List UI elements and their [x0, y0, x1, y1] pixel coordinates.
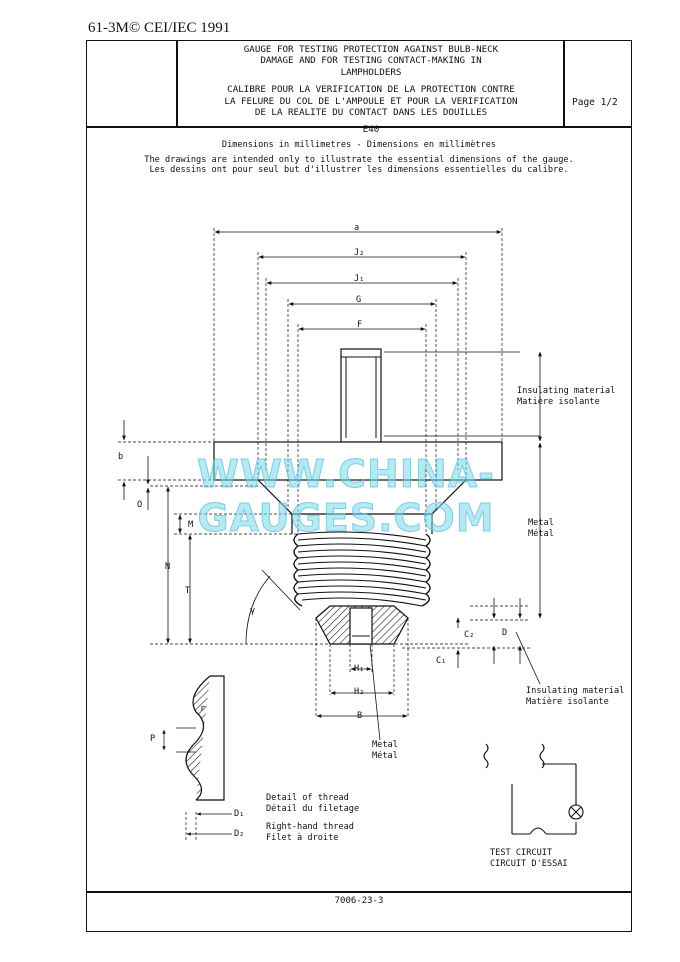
- thread-detail: [162, 675, 232, 840]
- dim-n: N: [165, 562, 171, 572]
- standard-reference: 61-3M© CEI/IEC 1991: [88, 20, 231, 36]
- dim-gamma: γ: [250, 606, 256, 616]
- note-en: The drawings are intended only to illust…: [144, 155, 574, 165]
- dim-j1: J₁: [354, 274, 365, 284]
- header-col-right: [563, 40, 565, 127]
- dim-g: G: [356, 295, 362, 305]
- bottom-contact: [349, 607, 373, 645]
- dim-j2: J₂: [354, 248, 365, 258]
- gauge-plate: [213, 441, 503, 481]
- insulating-pin: [340, 348, 382, 443]
- header-divider: [86, 126, 632, 128]
- dim-o: O: [137, 500, 143, 510]
- dim-r: r: [200, 704, 206, 714]
- dim-t: T: [185, 586, 191, 596]
- header-col-left: [176, 40, 178, 127]
- dim-c2: C₂: [464, 630, 475, 640]
- dim-c1: C₁: [436, 656, 447, 666]
- dim-a: a: [354, 223, 360, 233]
- title-fr-line-3: DE LA REALITE DU CONTACT DANS LES DOUILL…: [254, 107, 488, 119]
- dim-f: F: [357, 320, 363, 330]
- gauge-cone: [257, 479, 467, 515]
- drawing-title: GAUGE FOR TESTING PROTECTION AGAINST BUL…: [180, 44, 562, 136]
- watermark: WWW.CHINA-GAUGES.COM: [197, 452, 495, 541]
- drawing-reference: 7006-23-3: [334, 896, 384, 906]
- dimensions-note: Dimensions in millimetres - Dimensions e…: [221, 140, 497, 150]
- dim-d: D: [502, 628, 508, 638]
- note-fr: Les dessins ont pour seul but d'illustre…: [149, 165, 569, 175]
- title-en-line-3: LAMPHOLDERS: [340, 66, 402, 78]
- title-fr-line-2: LA FELURE DU COL DE L'AMPOULE ET POUR LA…: [224, 95, 518, 107]
- title-en-line-2: DAMAGE AND FOR TESTING CONTACT-MAKING IN: [260, 55, 482, 67]
- footer-divider: [86, 891, 632, 893]
- title-fr-line-1: CALIBRE POUR LA VERIFICATION DE LA PROTE…: [227, 84, 515, 96]
- test-circuit: [483, 743, 584, 835]
- dim-m: M: [188, 520, 194, 530]
- gauge-code: E40: [362, 124, 380, 136]
- dim-d1: D₁: [234, 809, 245, 819]
- dim-p: P: [150, 734, 156, 744]
- dim-b: b: [118, 452, 124, 462]
- drawing-frame: [86, 40, 632, 932]
- title-en-line-1: GAUGE FOR TESTING PROTECTION AGAINST BUL…: [243, 44, 499, 55]
- dim-h1: H₁: [354, 664, 365, 674]
- page-number: Page 1/2: [572, 97, 618, 108]
- dim-d2: D₂: [234, 829, 245, 839]
- dim-h2: H₂: [354, 687, 365, 697]
- dim-b-bottom: B: [357, 711, 363, 721]
